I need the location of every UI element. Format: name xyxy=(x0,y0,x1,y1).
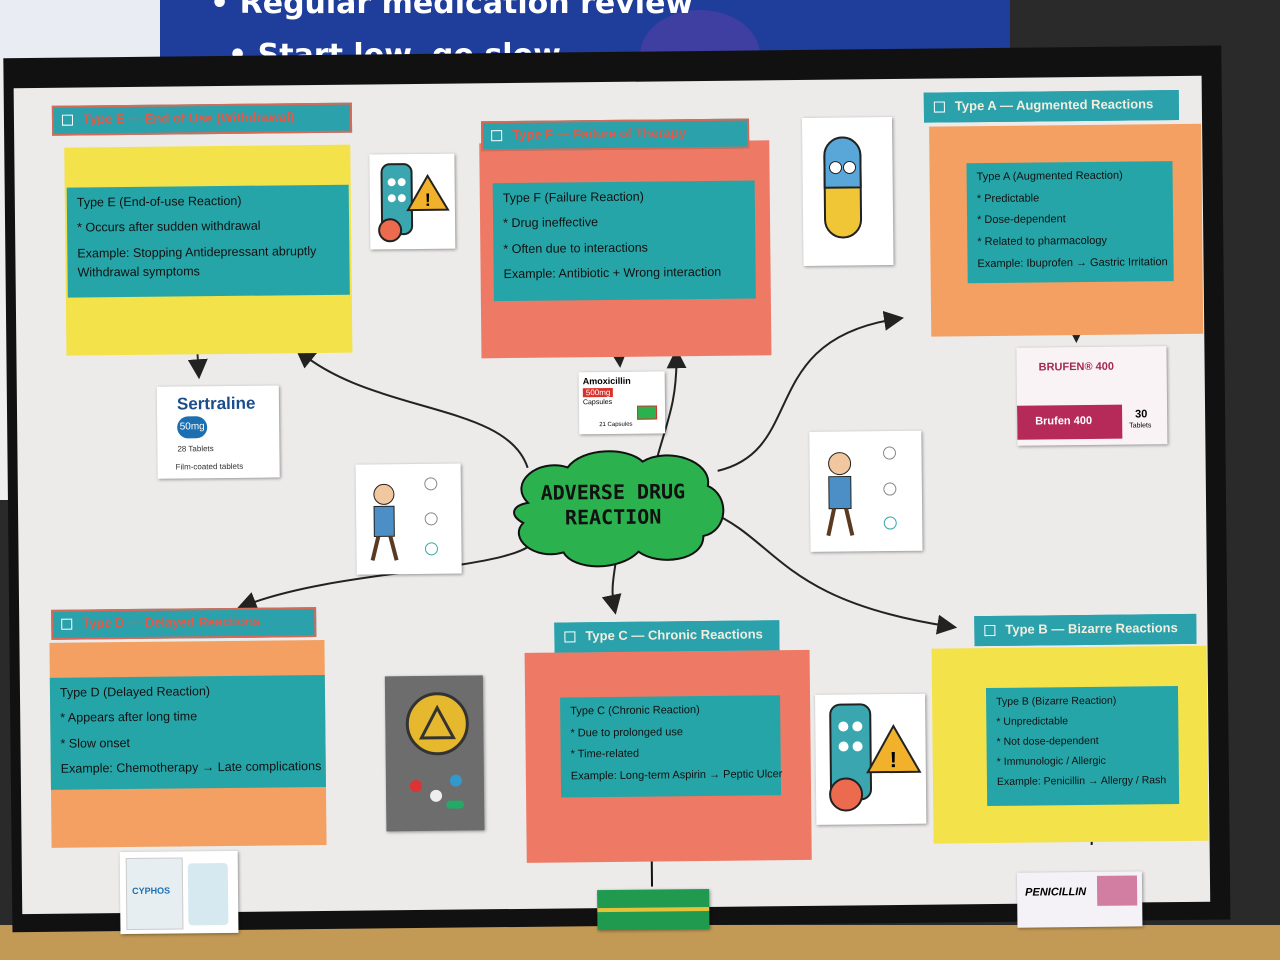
type-b-title-text: Type B — Bizarre Reactions xyxy=(1005,620,1178,637)
type-d-line-3: * Slow onset xyxy=(60,735,131,751)
type-d-title: Type D — Delayed Reactions xyxy=(51,607,317,640)
center-title: ADVERSE DRUG REACTION xyxy=(498,479,729,531)
arrow-to-type-b xyxy=(707,510,958,635)
type-a-line-4: * Related to pharmacology xyxy=(977,234,1107,249)
sertraline-form: Film-coated tablets xyxy=(175,461,244,472)
type-a-title: Type A — Augmented Reactions xyxy=(923,90,1180,123)
type-a-line-1: Type A (Augmented Reaction) xyxy=(976,169,1123,184)
type-c-line-1: Type C (Chronic Reaction) xyxy=(570,704,700,718)
type-f-title: Type F — Failure of Therapy xyxy=(481,118,750,152)
brufen-label: Brufen 400 xyxy=(1035,414,1093,428)
type-e-line-2: * Occurs after sudden withdrawal xyxy=(77,218,261,235)
amoxicillin-count: 21 Capsules xyxy=(599,421,633,429)
svg-text:!: ! xyxy=(890,747,898,772)
type-a-line-2: * Predictable xyxy=(976,192,1040,205)
aspirin-box xyxy=(597,888,710,931)
type-c-title-text: Type C — Chronic Reactions xyxy=(585,626,763,644)
poster-board: Type E — End of Use (Withdrawal) Type E … xyxy=(3,45,1231,935)
center-cloud: ADVERSE DRUG REACTION xyxy=(497,441,728,573)
type-b-line-5: Example: Penicillin → Allergy / Rash xyxy=(996,774,1167,789)
type-e-title: Type E — End of Use (Withdrawal) xyxy=(51,102,353,136)
type-a-title-text: Type A — Augmented Reactions xyxy=(954,96,1154,114)
amoxicillin-box: Amoxicillin 500mg Capsules 21 Capsules xyxy=(578,371,666,435)
amoxicillin-dose: 500mg xyxy=(582,387,614,398)
medicine-warning-photo xyxy=(384,675,485,832)
type-d-line-1: Type D (Delayed Reaction) xyxy=(59,684,211,700)
type-b-line-4: * Immunologic / Allergic xyxy=(996,754,1106,769)
type-b-line-1: Type B (Bizarre Reaction) xyxy=(996,694,1117,708)
penicillin-box: PENICILLIN xyxy=(1016,871,1143,928)
type-f-line-1: Type F (Failure Reaction) xyxy=(502,189,644,206)
brufen-count: 30 xyxy=(1135,408,1148,421)
type-f-line-3: * Often due to interactions xyxy=(503,240,648,256)
brufen-box: BRUFEN® 400 Brufen 400 30 Tablets xyxy=(1016,346,1168,446)
brufen-unit: Tablets xyxy=(1129,422,1152,430)
center-title-line-2: REACTION xyxy=(564,504,662,530)
type-d-box: Type D (Delayed Reaction) * Appears afte… xyxy=(49,674,326,790)
type-d-title-text: Type D — Delayed Reactions xyxy=(82,613,261,631)
amoxicillin-logo xyxy=(636,405,658,420)
type-b-title: Type B — Bizarre Reactions xyxy=(974,613,1197,647)
sertraline-name: Sertraline xyxy=(176,393,256,414)
svg-text:!: ! xyxy=(425,190,431,210)
type-c-line-2: * Due to prolonged use xyxy=(570,725,684,740)
sick-person-photo xyxy=(355,463,462,575)
brufen-name: BRUFEN® 400 xyxy=(1038,360,1115,374)
type-e-line-1: Type E (End-of-use Reaction) xyxy=(76,193,242,210)
type-f-line-2: * Drug ineffective xyxy=(503,215,599,231)
aspirin-stripe xyxy=(597,906,710,913)
sick-person-photo-2 xyxy=(809,430,923,552)
pill-warning-icon: ! xyxy=(369,153,456,250)
arrow-to-type-a xyxy=(717,310,905,472)
type-c-line-3: * Time-related xyxy=(570,747,640,761)
type-a-line-3: * Dose-dependent xyxy=(977,213,1066,227)
poster-paper: Type E — End of Use (Withdrawal) Type E … xyxy=(13,75,1211,935)
penicillin-accent xyxy=(1096,875,1138,906)
sertraline-dose: 50mg xyxy=(177,416,208,439)
type-d-line-2: * Appears after long time xyxy=(60,709,198,726)
cyphos-bottle xyxy=(187,863,229,926)
penicillin-name: PENICILLIN xyxy=(1025,886,1087,899)
type-f-title-text: Type F — Failure of Therapy xyxy=(512,125,687,142)
type-e-line-4: Withdrawal symptoms xyxy=(77,264,200,280)
amoxicillin-name: Amoxicillin xyxy=(582,375,631,387)
type-f-line-4: Example: Antibiotic + Wrong interaction xyxy=(503,264,722,282)
type-a-box: Type A (Augmented Reaction) * Predictabl… xyxy=(966,161,1174,284)
type-b-line-3: * Not dose-dependent xyxy=(996,734,1099,749)
banner-line-1: • Regular medication review xyxy=(210,0,694,21)
cyphos-name: CYPHOS xyxy=(131,885,171,897)
type-e-box: Type E (End-of-use Reaction) * Occurs af… xyxy=(66,184,350,298)
type-c-line-4: Example: Long-term Aspirin → Peptic Ulce… xyxy=(570,768,783,783)
cyphos-photo: CYPHOS xyxy=(119,850,239,935)
sertraline-count: 28 Tablets xyxy=(177,444,214,454)
type-f-box: Type F (Failure Reaction) * Drug ineffec… xyxy=(492,180,756,302)
banner-edge xyxy=(0,0,160,62)
pill-warning-icon-2: ! xyxy=(815,693,927,825)
arrow-to-type-e xyxy=(295,348,529,469)
type-b-line-2: * Unpredictable xyxy=(996,715,1069,729)
type-d-line-4: Example: Chemotherapy → Late complicatio… xyxy=(60,759,322,776)
arrow-to-type-f xyxy=(656,348,687,457)
pill-character-photo xyxy=(801,117,894,266)
type-c-title: Type C — Chronic Reactions xyxy=(554,620,780,653)
type-c-box: Type C (Chronic Reaction) * Due to prolo… xyxy=(560,695,783,798)
type-e-title-text: Type E — End of Use (Withdrawal) xyxy=(82,109,295,127)
type-a-line-5: Example: Ibuprofen → Gastric Irritation xyxy=(977,255,1168,270)
center-cloud-shape xyxy=(513,450,725,568)
center-title-line-1: ADVERSE DRUG xyxy=(540,479,686,505)
type-b-box: Type B (Bizarre Reaction) * Unpredictabl… xyxy=(985,686,1180,807)
type-e-line-3: Example: Stopping Antidepressant abruptl… xyxy=(77,243,317,261)
amoxicillin-form: Capsules xyxy=(582,398,613,407)
sertraline-box: Sertraline 50mg 28 Tablets Film-coated t… xyxy=(156,385,280,479)
